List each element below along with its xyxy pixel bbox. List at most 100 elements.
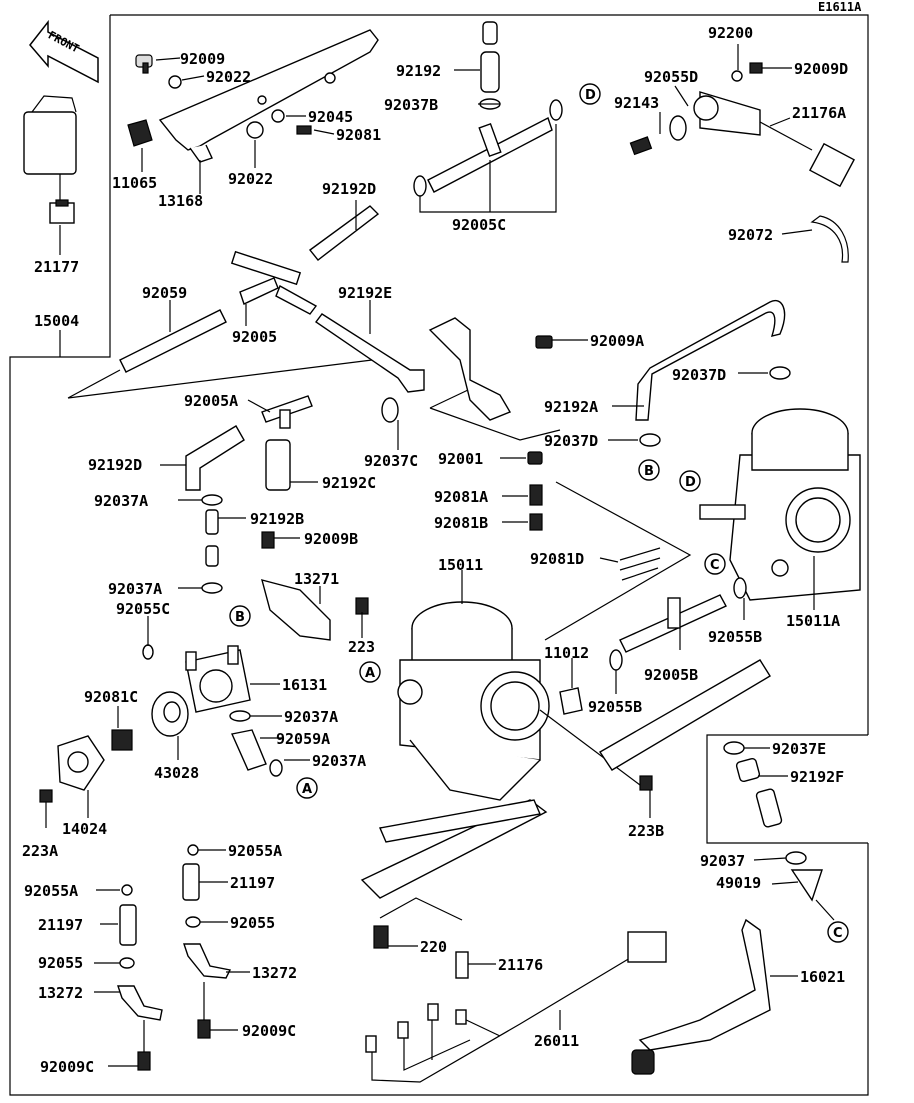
label-92192D: 92192D bbox=[322, 180, 376, 198]
label-223B: 223B bbox=[628, 822, 664, 840]
guide-lines-carb bbox=[544, 481, 692, 641]
label-92045: 92045 bbox=[308, 108, 353, 126]
bolt-92009Ca-icon bbox=[197, 1019, 211, 1039]
label-92192F: 92192F bbox=[790, 768, 844, 786]
tee-92005A-icon bbox=[261, 395, 313, 429]
guide-lines-92059 bbox=[67, 359, 373, 399]
label-92005C: 92005C bbox=[452, 216, 506, 234]
frame-left-bottom bbox=[9, 15, 869, 1096]
rail-mid-icon bbox=[379, 799, 541, 843]
label-92055B: 92055B bbox=[708, 628, 762, 646]
label-26011: 26011 bbox=[534, 1032, 579, 1050]
svg-text:A: A bbox=[302, 782, 312, 797]
hose-16021-icon bbox=[638, 918, 771, 1051]
label-92037E: 92037E bbox=[772, 740, 826, 758]
label-92001: 92001 bbox=[438, 450, 483, 468]
label-92037A-3: 92037A bbox=[284, 708, 338, 726]
screw-223-icon bbox=[355, 597, 369, 615]
svg-text:D: D bbox=[585, 88, 596, 103]
label-92022: 92022 bbox=[206, 68, 251, 86]
clamp-92037A-icon bbox=[201, 494, 223, 506]
cap-11012-icon bbox=[559, 687, 583, 715]
harness-26011-icon bbox=[365, 931, 667, 1083]
oring-92055-icon bbox=[185, 916, 201, 928]
bracket-13272a-icon bbox=[183, 943, 232, 979]
label-92192B: 92192B bbox=[250, 510, 304, 528]
label-92022b: 92022 bbox=[228, 170, 273, 188]
tube-92192D-icon bbox=[308, 205, 380, 261]
spring-92081-icon bbox=[296, 125, 312, 135]
callout-D2: D bbox=[679, 470, 701, 492]
rail-upper-icon bbox=[599, 659, 771, 771]
callout-A1: A bbox=[359, 661, 381, 683]
spring-92081B-icon bbox=[529, 513, 543, 531]
oring-92055b-icon bbox=[119, 957, 135, 969]
bracket-13272b-icon bbox=[117, 985, 163, 1021]
callout-B1: B bbox=[638, 459, 660, 481]
label-11012: 11012 bbox=[544, 644, 589, 662]
label-92192E: 92192E bbox=[338, 284, 392, 302]
callout-B2: B bbox=[229, 605, 251, 627]
reference-code: E1611A bbox=[818, 0, 862, 14]
cover-14024-icon bbox=[57, 735, 105, 791]
label-92037: 92037 bbox=[700, 852, 745, 870]
pipe-92005B-icon bbox=[619, 594, 727, 653]
carburetor-15011-icon bbox=[397, 601, 550, 801]
sensor-21176A-icon bbox=[629, 91, 855, 188]
spring-92081C-icon bbox=[111, 729, 133, 751]
label-92059A: 92059A bbox=[276, 730, 330, 748]
label-92055A-2: 92055A bbox=[24, 882, 78, 900]
hose-92059A-icon bbox=[231, 729, 267, 771]
label-92037A-4: 92037A bbox=[312, 752, 366, 770]
clamp-92037A3-icon bbox=[229, 710, 251, 722]
label-92009C-2: 92009C bbox=[40, 1058, 94, 1076]
clamp-92037A2-icon bbox=[201, 582, 223, 594]
part-labels: 92009 92022 92045 92081 11065 13168 9202… bbox=[22, 24, 848, 1076]
svg-text:B: B bbox=[235, 610, 245, 625]
label-92081A: 92081A bbox=[434, 488, 488, 506]
clamp-92037A4-icon bbox=[269, 759, 283, 777]
tube-92192E-icon bbox=[315, 313, 425, 393]
tube-92059-icon bbox=[119, 309, 227, 373]
screw-92001-icon bbox=[527, 451, 543, 465]
label-92081D: 92081D bbox=[530, 550, 584, 568]
label-92009C: 92009C bbox=[242, 1022, 296, 1040]
label-92055-2: 92055 bbox=[38, 954, 83, 972]
bolt-92009D-icon bbox=[749, 62, 763, 74]
tube-92192-icon bbox=[480, 21, 500, 93]
guide-11012 bbox=[539, 709, 641, 786]
hose-92192D2-icon bbox=[185, 425, 245, 491]
label-92192: 92192 bbox=[396, 62, 441, 80]
clamp-92037-icon bbox=[785, 851, 807, 865]
label-43028: 43028 bbox=[154, 764, 199, 782]
clamp-92037E-icon bbox=[723, 741, 745, 755]
label-220: 220 bbox=[420, 938, 447, 956]
svg-text:B: B bbox=[644, 464, 654, 479]
oring-92055B-icon bbox=[733, 577, 747, 599]
hose-92192A-icon bbox=[635, 299, 786, 421]
band-92072-icon bbox=[810, 215, 849, 263]
label-92005A: 92005A bbox=[184, 392, 238, 410]
label-92055C: 92055C bbox=[116, 600, 170, 618]
sensor-21176-icon bbox=[455, 951, 469, 979]
clamp-92037C-icon bbox=[381, 397, 399, 423]
svg-text:A: A bbox=[365, 666, 375, 681]
label-92009D: 92009D bbox=[794, 60, 848, 78]
label-223: 223 bbox=[348, 638, 375, 656]
label-92055B-2: 92055B bbox=[588, 698, 642, 716]
pipe-92005C-icon bbox=[413, 99, 563, 197]
callout-C2: C bbox=[827, 921, 849, 943]
label-92072: 92072 bbox=[728, 226, 773, 244]
label-92055A: 92055A bbox=[228, 842, 282, 860]
label-92192D-2: 92192D bbox=[88, 456, 142, 474]
label-92037C: 92037C bbox=[364, 452, 418, 470]
bolt-92009Cb-icon bbox=[137, 1051, 151, 1071]
label-13272: 13272 bbox=[252, 964, 297, 982]
label-92009: 92009 bbox=[180, 50, 225, 68]
spring-92081A-icon bbox=[529, 484, 543, 506]
label-92192A: 92192A bbox=[544, 398, 598, 416]
leader-lines bbox=[45, 44, 835, 1067]
label-92081: 92081 bbox=[336, 126, 381, 144]
label-92037D-2: 92037D bbox=[544, 432, 598, 450]
